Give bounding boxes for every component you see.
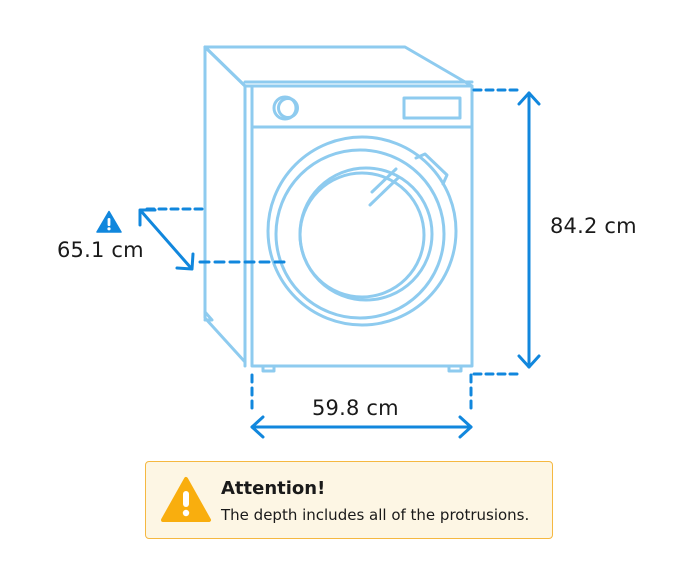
machine-foot-left (261, 364, 276, 373)
machine-side-face (203, 45, 247, 364)
height-label: 84.2 cm (550, 214, 637, 238)
machine-foot-right (447, 364, 463, 373)
attention-notice: Attention! The depth includes all of the… (145, 461, 553, 539)
depth-label: 65.1 cm (57, 238, 144, 262)
notice-title: Attention! (221, 478, 326, 499)
machine-front-panel (250, 84, 474, 368)
warning-triangle-icon (96, 210, 122, 233)
notice-text: The depth includes all of the protrusion… (221, 506, 530, 524)
depth-arrow (139, 209, 193, 270)
dimension-lines (138, 88, 541, 439)
warning-triangle-icon (161, 477, 211, 522)
width-label: 59.8 cm (312, 396, 399, 420)
display-panel (402, 96, 462, 120)
washing-machine-outline (203, 45, 474, 373)
machine-top-face (203, 45, 474, 88)
machine-door (266, 135, 458, 327)
